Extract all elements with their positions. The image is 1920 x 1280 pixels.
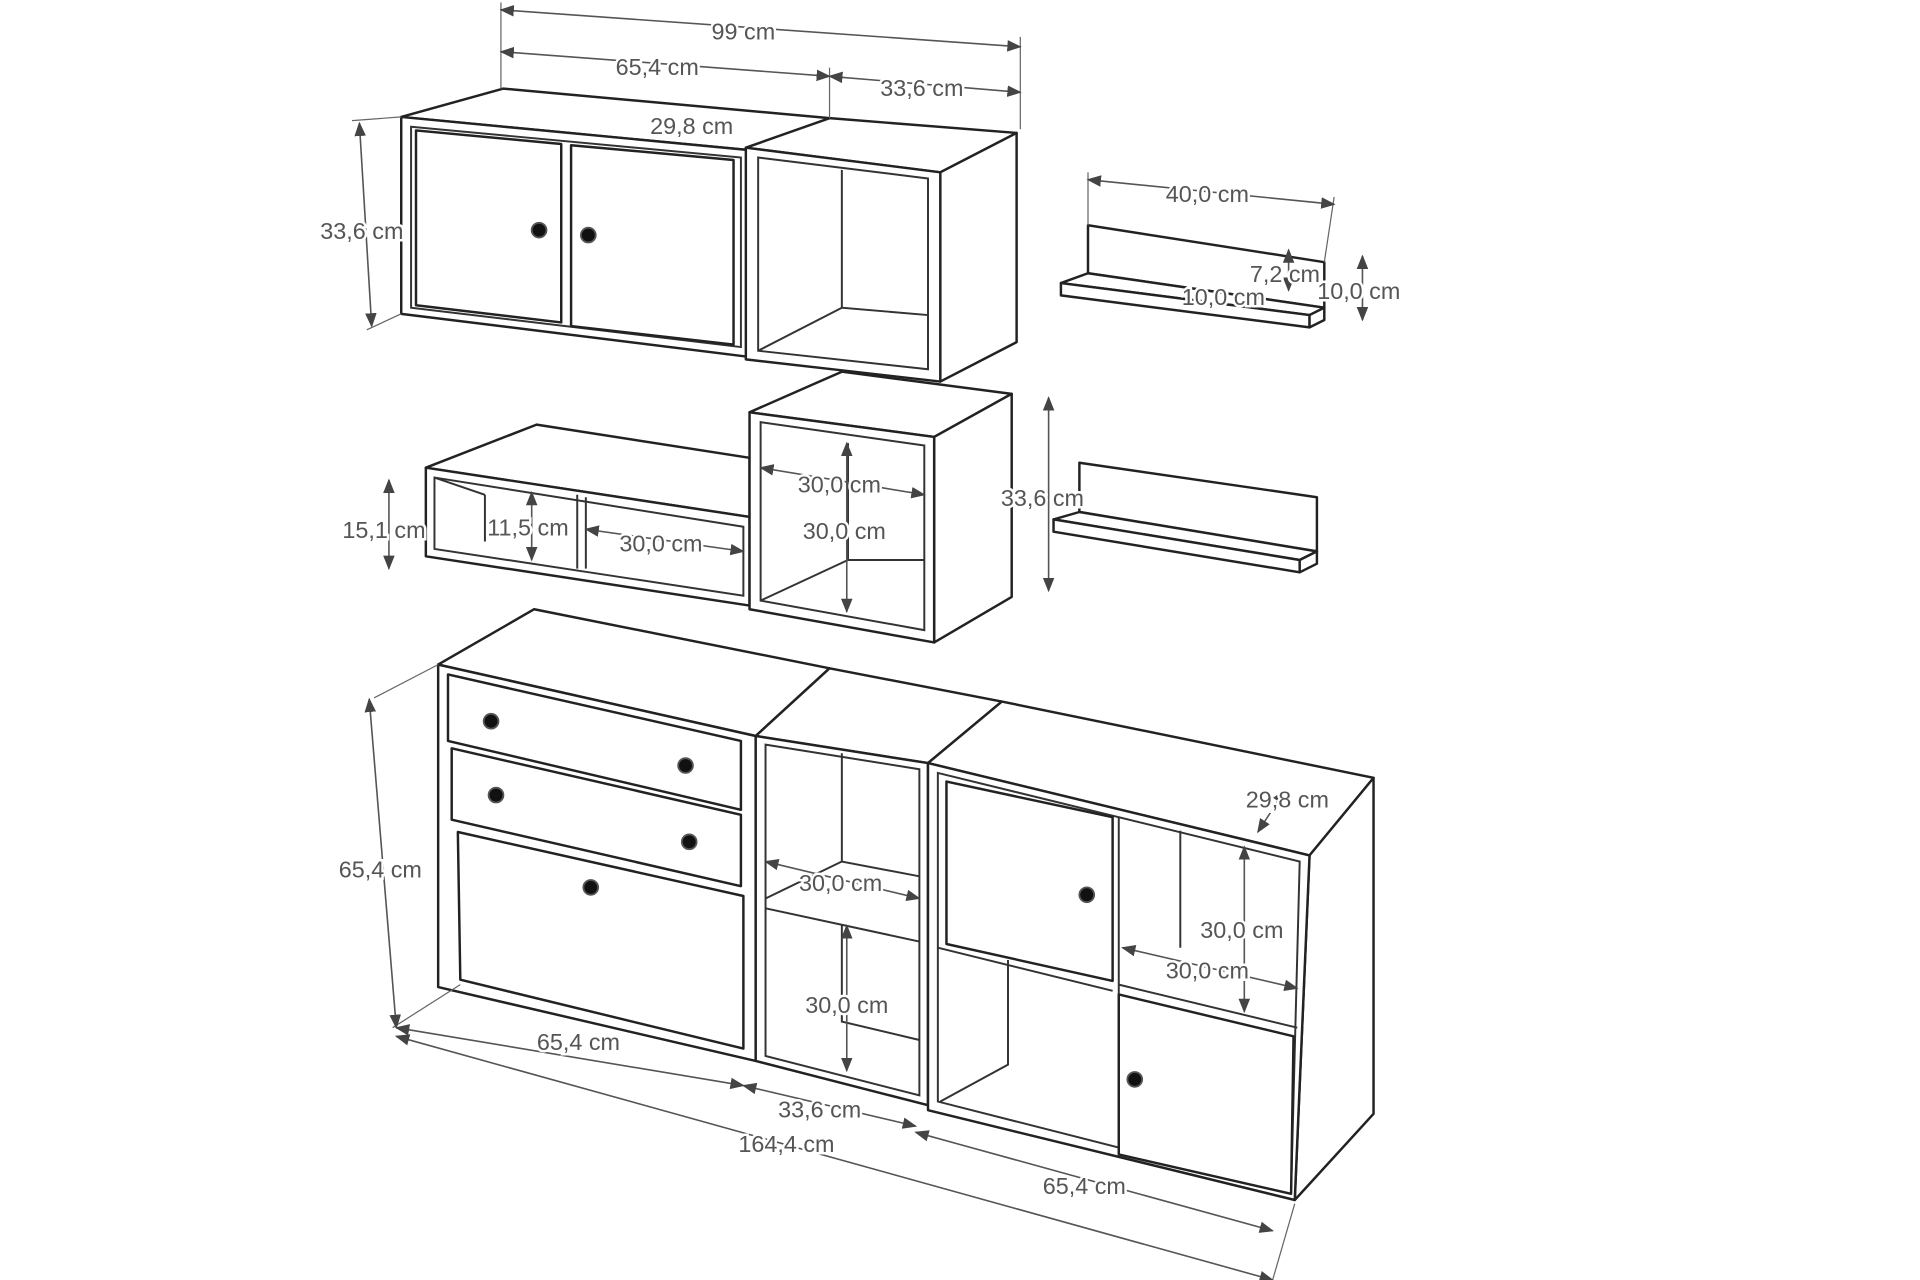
- dim-tv-unit-height: 15,1 cm: [342, 517, 425, 543]
- knob-icon: [487, 786, 505, 804]
- dim-mid-cube-inner-width: 30,0 cm: [798, 471, 881, 497]
- cabinet-door-upper: [945, 780, 1114, 983]
- knob-icon: [582, 879, 600, 896]
- dim-mid-cube-height: 33,6 cm: [1001, 485, 1084, 511]
- cabinet-door-right: [569, 144, 735, 346]
- open-cube-middle: [748, 370, 1013, 644]
- dim-top-height: 33,6 cm: [320, 218, 403, 244]
- dim-right-cabinet-width: 65,4 cm: [1043, 1173, 1126, 1199]
- dim-shelf-width: 40,0 cm: [1166, 181, 1249, 207]
- wall-shelf-top: [1059, 224, 1326, 329]
- knob-icon: [677, 757, 694, 774]
- tv-shelf-unit: [424, 423, 751, 607]
- dim-bottom-cube-width: 33,6 cm: [778, 1097, 861, 1123]
- dim-bottom-depth: 29,8 cm: [1246, 786, 1329, 812]
- dim-bottom-cube-inner-width: 30,0 cm: [799, 870, 882, 896]
- dim-drawer-cabinet-width: 65,4 cm: [537, 1029, 620, 1055]
- dim-right-compartment-height: 30,0 cm: [1200, 917, 1283, 943]
- dim-bottom-cube-inner-height: 30,0 cm: [805, 992, 888, 1018]
- door-cabinet-right: [926, 700, 1375, 1202]
- dim-mid-cube-inner-height: 30,0 cm: [803, 518, 886, 544]
- knob-icon: [1078, 886, 1096, 904]
- dim-bottom-height: 65,4 cm: [339, 857, 422, 883]
- dim-right-compartment-width: 30,0 cm: [1166, 957, 1249, 983]
- cabinet-door-left: [414, 129, 563, 324]
- dim-total-width-bottom: 164,4 cm: [738, 1131, 834, 1157]
- knob-icon: [482, 712, 500, 730]
- drawer-middle: [450, 747, 743, 888]
- knob-icon: [680, 833, 698, 851]
- drawer-top: [446, 673, 743, 812]
- wall-shelf-middle: [1052, 461, 1319, 574]
- dimension-lines: [354, 5, 1369, 1280]
- open-cube-bottom: [754, 667, 1004, 1107]
- wall-cabinet-with-doors: [400, 87, 831, 359]
- drawer-cabinet: [436, 608, 831, 1063]
- wall-open-cube-top: [744, 116, 1018, 383]
- dim-top-cube-width: 33,6 cm: [880, 75, 963, 101]
- dim-total-width-top: 99 cm: [712, 18, 776, 44]
- dim-tv-compartment-width: 30,0 cm: [619, 530, 702, 556]
- dim-top-depth: 29,8 cm: [650, 113, 733, 139]
- dimension-labels: 99 cm 65,4 cm 33,6 cm 29,8 cm 33,6 cm 40…: [318, 16, 1403, 1201]
- dim-shelf-back-height: 7,2 cm: [1250, 261, 1320, 287]
- dim-shelf-depth: 10,0 cm: [1182, 284, 1265, 310]
- knob-icon: [580, 226, 597, 244]
- dim-shelf-height: 10,0 cm: [1317, 278, 1400, 304]
- knob-icon: [530, 221, 548, 239]
- knob-icon: [1126, 1071, 1144, 1088]
- dim-tv-inner-height: 11,5 cm: [487, 514, 568, 540]
- dim-door-cabinet-width: 65,4 cm: [616, 54, 699, 80]
